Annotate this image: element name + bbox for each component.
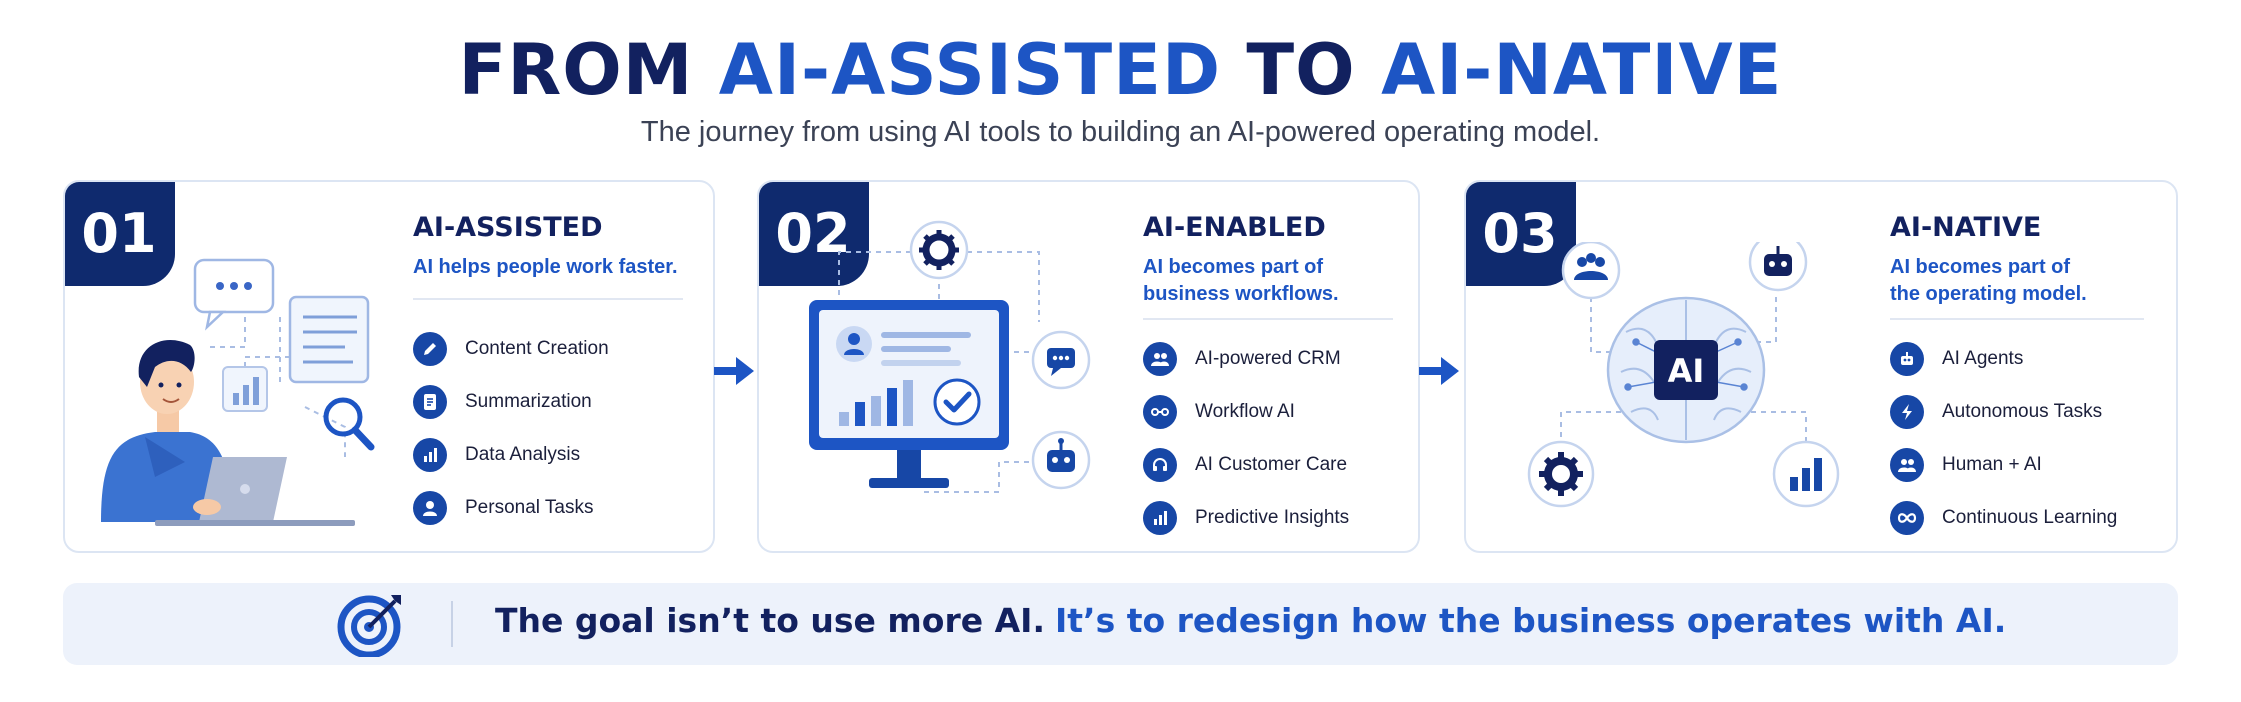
- bar-chart-illustration-icon: [1772, 440, 1840, 508]
- stage-desc-2: AI becomes part of business workflows.: [1143, 254, 1339, 308]
- item-label: Continuous Learning: [1942, 506, 2118, 528]
- people-illustration-icon: [1561, 242, 1621, 300]
- title-highlight-ai-native: AI-NATIVE: [1381, 29, 1783, 111]
- item-label: Personal Tasks: [465, 496, 594, 518]
- stage-desc-2-line-2: business workflows.: [1143, 283, 1339, 305]
- title-part-2: TO: [1221, 29, 1382, 111]
- people-icon: [1143, 341, 1177, 376]
- stage-items-2: AI-powered CRM Workflow AI AI Customer C…: [1143, 332, 1349, 544]
- item-label: AI-powered CRM: [1195, 347, 1341, 369]
- list-item: Personal Tasks: [413, 481, 609, 534]
- item-label: Content Creation: [465, 337, 609, 359]
- stage-desc-3-line-1: AI becomes part of: [1890, 256, 2071, 278]
- item-label: AI Customer Care: [1195, 453, 1348, 475]
- page-subtitle: The journey from using AI tools to build…: [640, 116, 1601, 148]
- stage-card-3: 03 AI: [1464, 180, 2178, 553]
- arrow-right-icon: [714, 357, 754, 385]
- list-item: Workflow AI: [1143, 385, 1349, 438]
- illustration-ai-brain-network: AI: [1527, 242, 1840, 508]
- stage-number-3: 03: [1466, 182, 1576, 286]
- robot-illustration-icon: [1748, 242, 1808, 292]
- stage-desc-2-line-1: AI becomes part of: [1143, 256, 1324, 278]
- stage-items-1: Content Creation Summarization Data Anal…: [413, 322, 609, 534]
- infinity-icon: [1890, 500, 1924, 535]
- stage-desc-3-line-2: the operating model.: [1890, 283, 2087, 305]
- lightning-icon: [1890, 394, 1924, 429]
- list-item: Continuous Learning: [1890, 491, 2117, 544]
- item-label: Workflow AI: [1195, 400, 1295, 422]
- bar-chart-icon: [1143, 500, 1177, 535]
- gear-illustration-icon: [909, 220, 969, 280]
- workflow-icon: [1143, 394, 1177, 429]
- stage-divider-3: [1890, 318, 2144, 320]
- robot-illustration-icon: [1031, 430, 1091, 490]
- monitor-illustration: [809, 300, 1009, 488]
- stage-desc-1-line-1: AI helps people work faster.: [413, 256, 678, 278]
- document-icon: [413, 384, 447, 419]
- list-item: AI Agents: [1890, 332, 2117, 385]
- bar-chart-icon: [413, 437, 447, 472]
- item-label: Data Analysis: [465, 443, 581, 465]
- arrow-right-icon: [1419, 357, 1459, 385]
- goal-banner: The goal isn’t to use more AI.It’s to re…: [63, 583, 2178, 665]
- item-label: Autonomous Tasks: [1942, 400, 2103, 422]
- banner-separator: [451, 601, 453, 647]
- people-icon: [1890, 447, 1924, 482]
- stage-number-1: 01: [65, 182, 175, 286]
- person-icon: [413, 490, 447, 525]
- robot-icon: [1890, 341, 1924, 376]
- stage-desc-1: AI helps people work faster.: [413, 254, 678, 281]
- goal-message: The goal isn’t to use more AI.It’s to re…: [495, 601, 2006, 640]
- page-title: FROM AI-ASSISTED TO AI-NATIVE: [0, 28, 2241, 112]
- stage-divider-2: [1143, 318, 1393, 320]
- illustration-person-laptop: [101, 258, 375, 526]
- person-illustration: [101, 340, 235, 522]
- goal-message-part-1: The goal isn’t to use more AI.: [495, 601, 1045, 640]
- brain-illustration: AI: [1606, 296, 1766, 444]
- stage-title-3: AI-NATIVE: [1890, 212, 2042, 243]
- stage-desc-3: AI becomes part of the operating model.: [1890, 254, 2087, 308]
- title-highlight-ai-assisted: AI-ASSISTED: [718, 29, 1222, 111]
- stage-card-1: 01: [63, 180, 715, 553]
- list-item: Predictive Insights: [1143, 491, 1349, 544]
- document-illustration-icon: [288, 295, 370, 384]
- target-icon: [337, 595, 401, 657]
- illustration-workflow-monitor: [809, 220, 1091, 493]
- item-label: Summarization: [465, 390, 592, 412]
- list-item: Data Analysis: [413, 428, 609, 481]
- laptop-illustration: [155, 457, 355, 526]
- chat-bubble-icon: [1031, 330, 1091, 390]
- mini-chart-icon: [222, 366, 268, 412]
- ai-chip-label: AI: [1668, 352, 1705, 390]
- gear-illustration-icon: [1527, 440, 1595, 508]
- stage-title-1: AI-ASSISTED: [413, 212, 603, 243]
- list-item: Autonomous Tasks: [1890, 385, 2117, 438]
- item-label: Predictive Insights: [1195, 506, 1350, 528]
- item-label: AI Agents: [1942, 347, 2024, 369]
- title-part-1: FROM: [458, 29, 719, 111]
- stage-card-2: 02: [757, 180, 1420, 553]
- item-label: Human + AI: [1942, 453, 2042, 475]
- list-item: Human + AI: [1890, 438, 2117, 491]
- list-item: AI Customer Care: [1143, 438, 1349, 491]
- list-item: Summarization: [413, 375, 609, 428]
- pencil-icon: [413, 331, 447, 366]
- stage-divider-1: [413, 298, 683, 300]
- chat-bubble-icon: [193, 258, 275, 331]
- magnifier-icon: [323, 397, 375, 451]
- stage-items-3: AI Agents Autonomous Tasks Human + AI Co…: [1890, 332, 2117, 544]
- headset-icon: [1143, 447, 1177, 482]
- list-item: AI-powered CRM: [1143, 332, 1349, 385]
- goal-message-part-2: It’s to redesign how the business operat…: [1054, 601, 2007, 640]
- list-item: Content Creation: [413, 322, 609, 375]
- stage-title-2: AI-ENABLED: [1143, 212, 1326, 243]
